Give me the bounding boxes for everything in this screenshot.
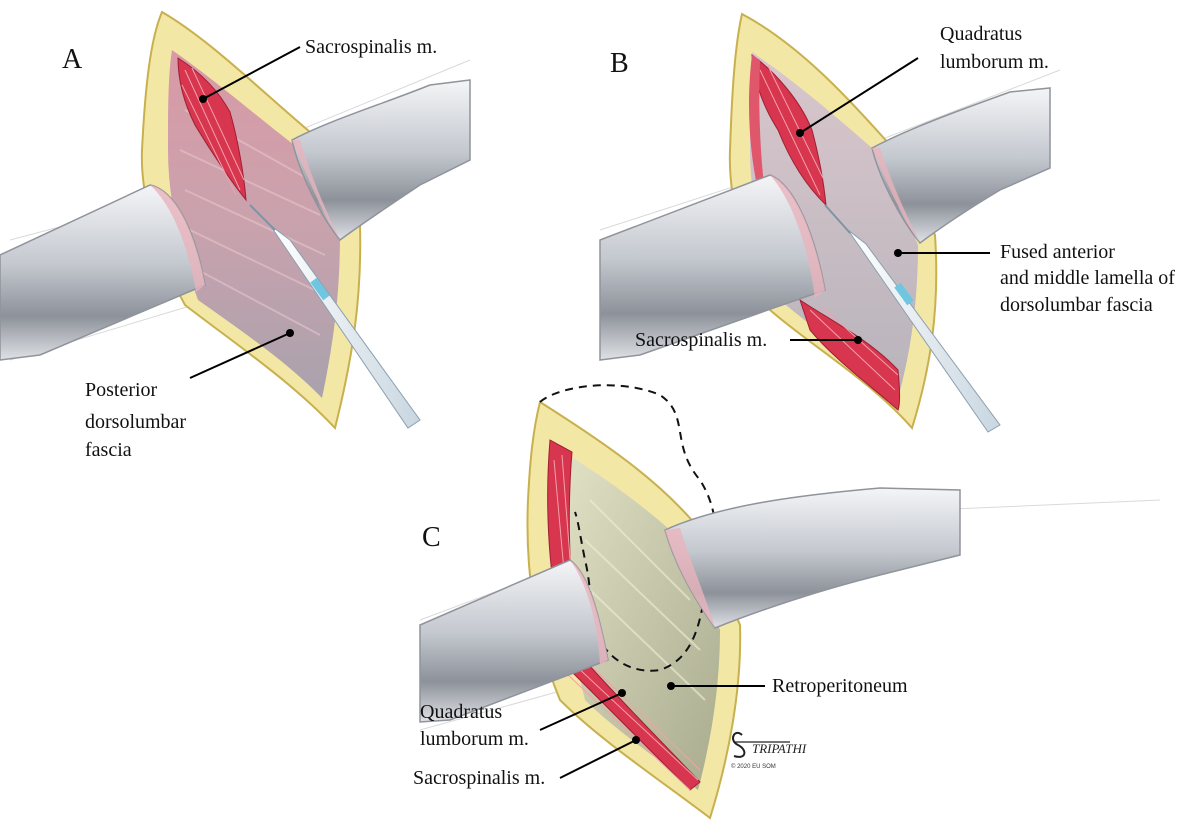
sacrospinalis-muscle-b xyxy=(799,298,900,411)
panel-letter-c: C xyxy=(422,522,441,553)
retractor-upper-c xyxy=(664,487,961,629)
panel-a: A Sacrospinalis m. Posterior dorsolumbar… xyxy=(0,10,471,461)
label-fused-b-line3: dorsolumbar fascia xyxy=(1000,294,1153,316)
label-sacrospinalis-a: Sacrospinalis m. xyxy=(305,36,437,58)
label-sacrospinalis-c: Sacrospinalis m. xyxy=(413,767,545,789)
retractor-upper-b xyxy=(871,87,1051,245)
artist-signature: TRIPATHI xyxy=(732,731,807,758)
label-posterior-a-line3: fascia xyxy=(85,439,132,461)
label-quadratus-b-line2: lumborum m. xyxy=(940,51,1049,73)
label-quadratus-b-line1: Quadratus xyxy=(940,23,1022,45)
label-quadratus-c-line1: Quadratus xyxy=(420,701,502,723)
dashed-outline-c xyxy=(539,384,717,672)
panel-c: C Retroperitoneum Quadratus lumborum m. … xyxy=(413,384,1161,820)
signature-text: TRIPATHI xyxy=(752,741,807,756)
label-retroperitoneum-c: Retroperitoneum xyxy=(772,675,908,697)
label-quadratus-c-line2: lumborum m. xyxy=(420,728,529,750)
panel-letter-b: B xyxy=(610,48,629,79)
panel-b: B Quadratus lumborum m. Fused anterior a… xyxy=(599,12,1175,433)
electrocautery-probe-a xyxy=(269,224,421,429)
electrocautery-probe-b xyxy=(847,229,1001,433)
label-posterior-a-line1: Posterior xyxy=(85,379,158,401)
sacrospinalis-muscle-c xyxy=(559,654,701,791)
panel-letter-a: A xyxy=(62,44,83,75)
retractor-upper-a xyxy=(291,79,471,242)
credit-text: © 2020 EU SOM xyxy=(731,763,776,770)
label-posterior-a-line2: dorsolumbar xyxy=(85,411,186,433)
label-sacrospinalis-b: Sacrospinalis m. xyxy=(635,329,767,351)
label-fused-b-line2: and middle lamella of xyxy=(1000,267,1175,289)
label-fused-b-line1: Fused anterior xyxy=(1000,241,1115,263)
